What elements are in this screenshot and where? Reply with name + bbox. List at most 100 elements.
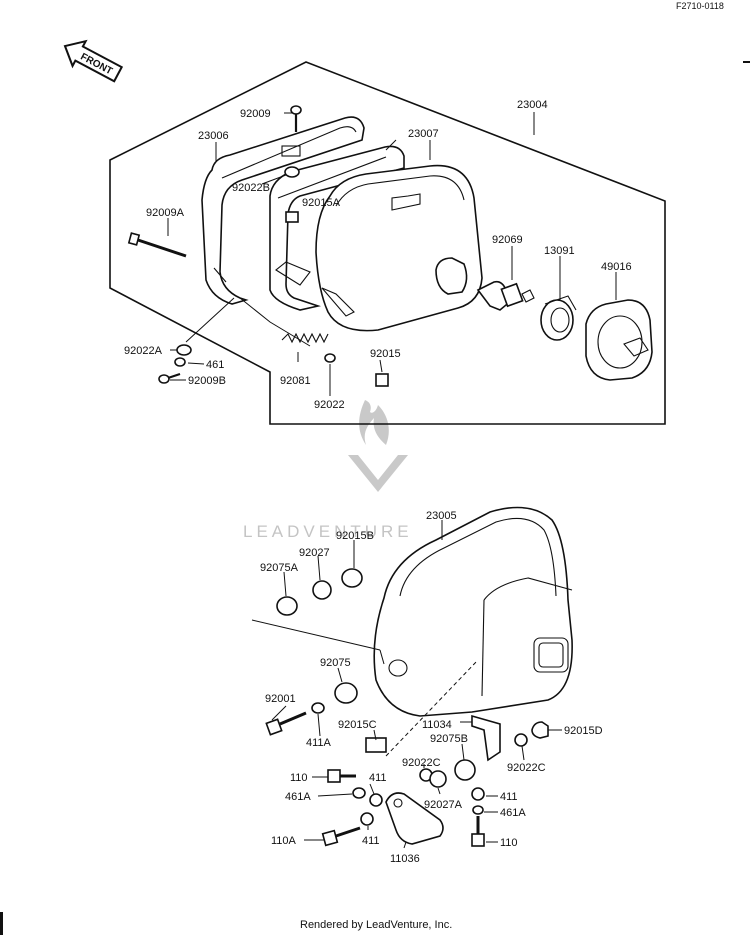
part-92081-spring [281, 332, 329, 344]
leader-92015c [373, 729, 377, 741]
leader-rim-screws [185, 297, 311, 347]
label-411-upper: 411 [369, 772, 387, 784]
label-92001: 92001 [265, 693, 296, 705]
label-23006: 23006 [198, 130, 229, 142]
label-23005: 23005 [426, 510, 457, 522]
label-92009: 92009 [240, 108, 271, 120]
part-49016-cover [585, 299, 653, 381]
label-461: 461 [206, 359, 224, 371]
part-92009-screw [290, 105, 302, 132]
leader-411a [317, 713, 321, 737]
label-92075: 92075 [320, 657, 351, 669]
part-92075-grommet [334, 682, 358, 704]
part-92009b-screw [158, 372, 181, 384]
label-11036: 11036 [390, 853, 420, 865]
watermark-text: LEADVENTURE [243, 522, 413, 541]
leader-461a-left [317, 793, 353, 797]
label-92022c-left: 92022C [402, 757, 441, 769]
label-92015d: 92015D [564, 725, 603, 737]
part-bulb-holder-cap [435, 257, 468, 295]
label-92022a: 92022A [124, 345, 163, 357]
label-92022c-right: 92022C [507, 762, 546, 774]
part-92001-bolt [265, 711, 307, 736]
label-23007: 23007 [408, 128, 439, 140]
footer-credit: Rendered by LeadVenture, Inc. [300, 919, 452, 931]
label-461a-right: 461A [500, 807, 526, 819]
label-13091: 13091 [544, 245, 575, 257]
leader-92027a [437, 787, 441, 795]
assembly-23004-frame [109, 61, 666, 425]
leader-23007 [385, 139, 431, 160]
leader-461 [187, 362, 205, 365]
part-23006-rim [201, 116, 365, 305]
part-92027a-collar [429, 770, 447, 788]
part-92075b-grommet [454, 759, 476, 781]
part-110-bolt-right [471, 816, 485, 847]
label-92022b: 92022B [232, 182, 270, 194]
label-411a: 411A [306, 737, 332, 749]
label-92009a: 92009A [146, 207, 185, 219]
label-92015c: 92015C [338, 719, 377, 731]
leader-92022c-right [521, 745, 525, 761]
part-92015d-cap-nut [531, 721, 549, 739]
leadventure-watermark-logo [348, 400, 408, 492]
leader-92075b [461, 743, 465, 761]
part-92022a-washer [176, 344, 192, 356]
part-92069-bulb [476, 280, 535, 311]
leader-92027 [317, 555, 321, 581]
leader-housing-dash [385, 659, 479, 757]
part-411-washer-right [471, 787, 485, 801]
leader-92001 [271, 705, 287, 721]
label-92075a: 92075A [260, 562, 299, 574]
part-92022-washer [324, 353, 336, 363]
part-11036-bracket [385, 792, 444, 845]
label-11034: 11034 [422, 719, 452, 731]
part-92009a-screw [127, 232, 187, 258]
part-23005-housing [373, 506, 573, 717]
bracket-11036-hole [393, 798, 403, 808]
part-110-bolt [327, 769, 356, 783]
leader-92015 [379, 359, 383, 373]
label-411-lower: 411 [362, 835, 380, 847]
label-92069: 92069 [492, 234, 523, 246]
label-92027a: 92027A [424, 799, 463, 811]
label-92075b: 92075B [430, 733, 468, 745]
label-92009b: 92009B [188, 375, 226, 387]
label-49016: 49016 [601, 261, 632, 273]
label-92015a: 92015A [302, 197, 341, 209]
part-92015b-nut [341, 568, 363, 588]
label-110a: 110A [271, 835, 297, 847]
part-110a-bolt [321, 826, 361, 847]
label-461a-left: 461A [285, 791, 311, 803]
part-92022b-washer [284, 166, 300, 178]
part-92075a-grommet [276, 596, 298, 616]
label-92027: 92027 [299, 547, 330, 559]
label-92081: 92081 [280, 375, 311, 387]
part-11034-bracket [471, 714, 501, 762]
part-92015a-nut [285, 211, 299, 223]
leader-411-upper [369, 783, 375, 795]
part-461a-washer-right [472, 805, 484, 815]
leader-92075 [337, 667, 343, 683]
leader-92075a [283, 571, 287, 597]
part-13091-socket [540, 295, 577, 341]
label-110-right: 110 [500, 837, 518, 849]
diagram-code: F2710-0118 [676, 1, 724, 11]
front-arrow-icon: FRONT [63, 39, 124, 83]
label-23004: 23004 [517, 99, 548, 111]
leader-11036 [403, 841, 407, 849]
part-92022c-washer-right [514, 733, 528, 747]
label-411-right: 411 [500, 791, 518, 803]
part-461-washer [174, 357, 186, 367]
part-411a-washer [311, 702, 325, 714]
leader-92022b [261, 174, 287, 185]
label-92015b: 92015B [336, 530, 374, 542]
part-411-washer-lower [360, 812, 374, 826]
part-411-washer-upper [369, 793, 383, 807]
label-110: 110 [290, 772, 308, 784]
label-92015: 92015 [370, 348, 401, 360]
part-23004-lens [315, 164, 483, 332]
label-92022: 92022 [314, 399, 345, 411]
leader-left-to-housing [251, 619, 385, 665]
